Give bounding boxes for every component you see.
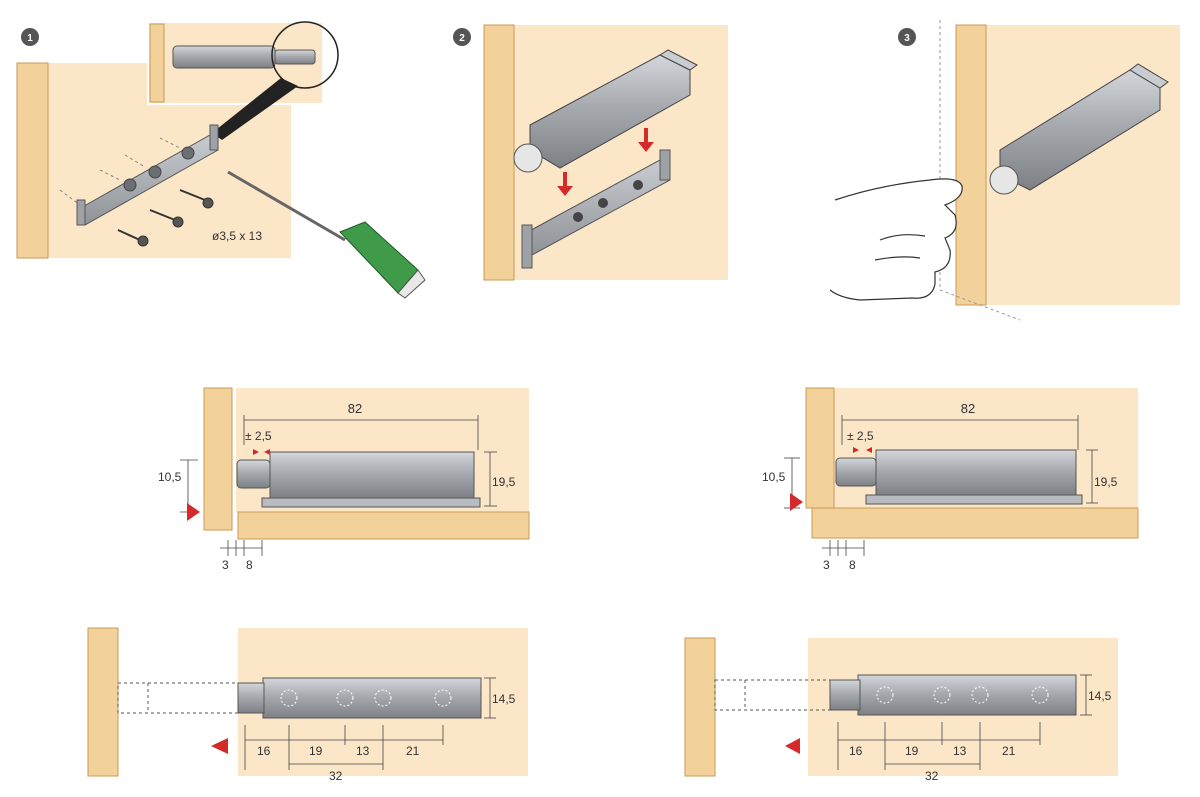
side-view-right: 82 ± 2,5 10,5 19,5 3 8 xyxy=(762,387,1139,572)
tolerance-arrow-right-2-icon xyxy=(866,447,872,453)
side-view-left-door xyxy=(203,387,233,531)
step-3-door-edge xyxy=(955,24,987,306)
side-view-right-plate xyxy=(865,494,1083,505)
side-view-right-pointer-icon xyxy=(790,493,803,511)
step-1-number: 1 xyxy=(27,33,33,44)
top-view-left-door xyxy=(87,627,119,777)
tolerance-label: ± 2,5 xyxy=(245,429,272,443)
length-label-2: 82 xyxy=(961,401,975,416)
top-view-left-plunger xyxy=(237,682,265,714)
top-view-left-pointer-icon xyxy=(211,738,228,754)
step-2-badge: 2 xyxy=(453,28,471,46)
top-view-right-ghost-outline xyxy=(714,679,831,711)
guide-lines xyxy=(59,137,181,206)
step-3-number: 3 xyxy=(904,33,910,44)
top-view-left-dimension-lines xyxy=(244,677,496,770)
step-2-number: 2 xyxy=(459,33,465,44)
tolerance-arrow-right-icon xyxy=(264,449,270,455)
top-dim-3-label-2: 13 xyxy=(953,744,967,758)
screwdriver-icon xyxy=(227,170,426,299)
side-view-left: 82 ± 2,5 10,5 19,5 3 8 xyxy=(158,387,530,572)
side-view-right-plunger xyxy=(835,457,877,487)
top-dim-3-label: 13 xyxy=(356,744,370,758)
inset-label-2: 8 xyxy=(849,558,856,572)
body-height-label-2: 19,5 xyxy=(1094,475,1118,489)
height-offset-label-2: 10,5 xyxy=(762,470,786,484)
top-view-right-plunger xyxy=(829,679,861,711)
inset-catch-body xyxy=(172,45,276,69)
top-dim-1-label-2: 16 xyxy=(849,744,863,758)
side-view-right-shelf xyxy=(811,507,1139,539)
side-view-left-catch-body xyxy=(269,451,475,499)
side-view-left-dimension-lines xyxy=(180,415,497,556)
top-view-right-catch-body xyxy=(857,674,1077,716)
step-3-panel: 3 xyxy=(829,20,1180,321)
step-2-mounting-plate xyxy=(521,149,671,269)
inset-label: 8 xyxy=(246,558,253,572)
top-dim-2-label-2: 19 xyxy=(905,744,919,758)
width-label-2: 14,5 xyxy=(1088,689,1112,703)
top-view-left-ghost-outline xyxy=(117,682,239,714)
push-catch-body xyxy=(513,49,698,173)
top-view-right-door xyxy=(684,637,716,777)
step-3-push-catch xyxy=(989,63,1169,195)
top-total-label: 32 xyxy=(329,769,343,783)
height-offset-label: 10,5 xyxy=(158,470,182,484)
magnifier-icon xyxy=(212,21,339,140)
top-dim-1-label: 16 xyxy=(257,744,271,758)
step-2-panel: 2 xyxy=(453,24,728,281)
inset-wall xyxy=(149,23,165,103)
side-view-left-shelf xyxy=(237,511,530,540)
hand-icon xyxy=(829,178,963,301)
length-label: 82 xyxy=(348,401,362,416)
top-dim-4-label: 21 xyxy=(406,744,420,758)
top-view-right-pointer-icon xyxy=(785,738,800,754)
down-arrow-icon xyxy=(557,128,654,196)
top-total-label-2: 32 xyxy=(925,769,939,783)
body-height-label: 19,5 xyxy=(492,475,516,489)
top-view-left-catch-body xyxy=(262,677,482,719)
gap-label: 3 xyxy=(222,558,229,572)
side-view-left-plunger xyxy=(236,459,271,489)
step-2-side-wall xyxy=(483,24,515,281)
mounting-plate xyxy=(76,124,219,226)
cabinet-side-wall xyxy=(16,62,49,259)
top-dim-4-label-2: 21 xyxy=(1002,744,1016,758)
side-view-left-plate xyxy=(261,497,481,508)
width-label: 14,5 xyxy=(492,692,516,706)
screw-icon xyxy=(117,189,214,247)
top-view-left: 14,5 16 19 13 21 32 xyxy=(87,627,528,783)
step-3-badge: 3 xyxy=(898,28,916,46)
top-view-left-screw-holes xyxy=(280,689,452,707)
step-1-panel: 1 xyxy=(16,21,426,299)
tolerance-arrow-left-2-icon xyxy=(853,447,859,453)
screw-size-label: ø3,5 x 13 xyxy=(212,229,262,243)
tolerance-label-2: ± 2,5 xyxy=(847,429,874,443)
side-view-right-door xyxy=(805,387,835,509)
inset-catch-tip xyxy=(274,49,316,65)
step-1-badge: 1 xyxy=(21,28,39,46)
side-view-right-catch-body xyxy=(875,449,1077,496)
side-view-left-pointer-icon xyxy=(187,503,200,521)
tolerance-arrow-left-icon xyxy=(253,449,259,455)
top-dim-2-label: 19 xyxy=(309,744,323,758)
top-view-right: 14,5 16 19 13 21 32 xyxy=(684,637,1118,783)
gap-label-2: 3 xyxy=(823,558,830,572)
top-view-right-screw-holes xyxy=(876,686,1049,704)
top-view-right-dimension-lines xyxy=(837,674,1092,770)
